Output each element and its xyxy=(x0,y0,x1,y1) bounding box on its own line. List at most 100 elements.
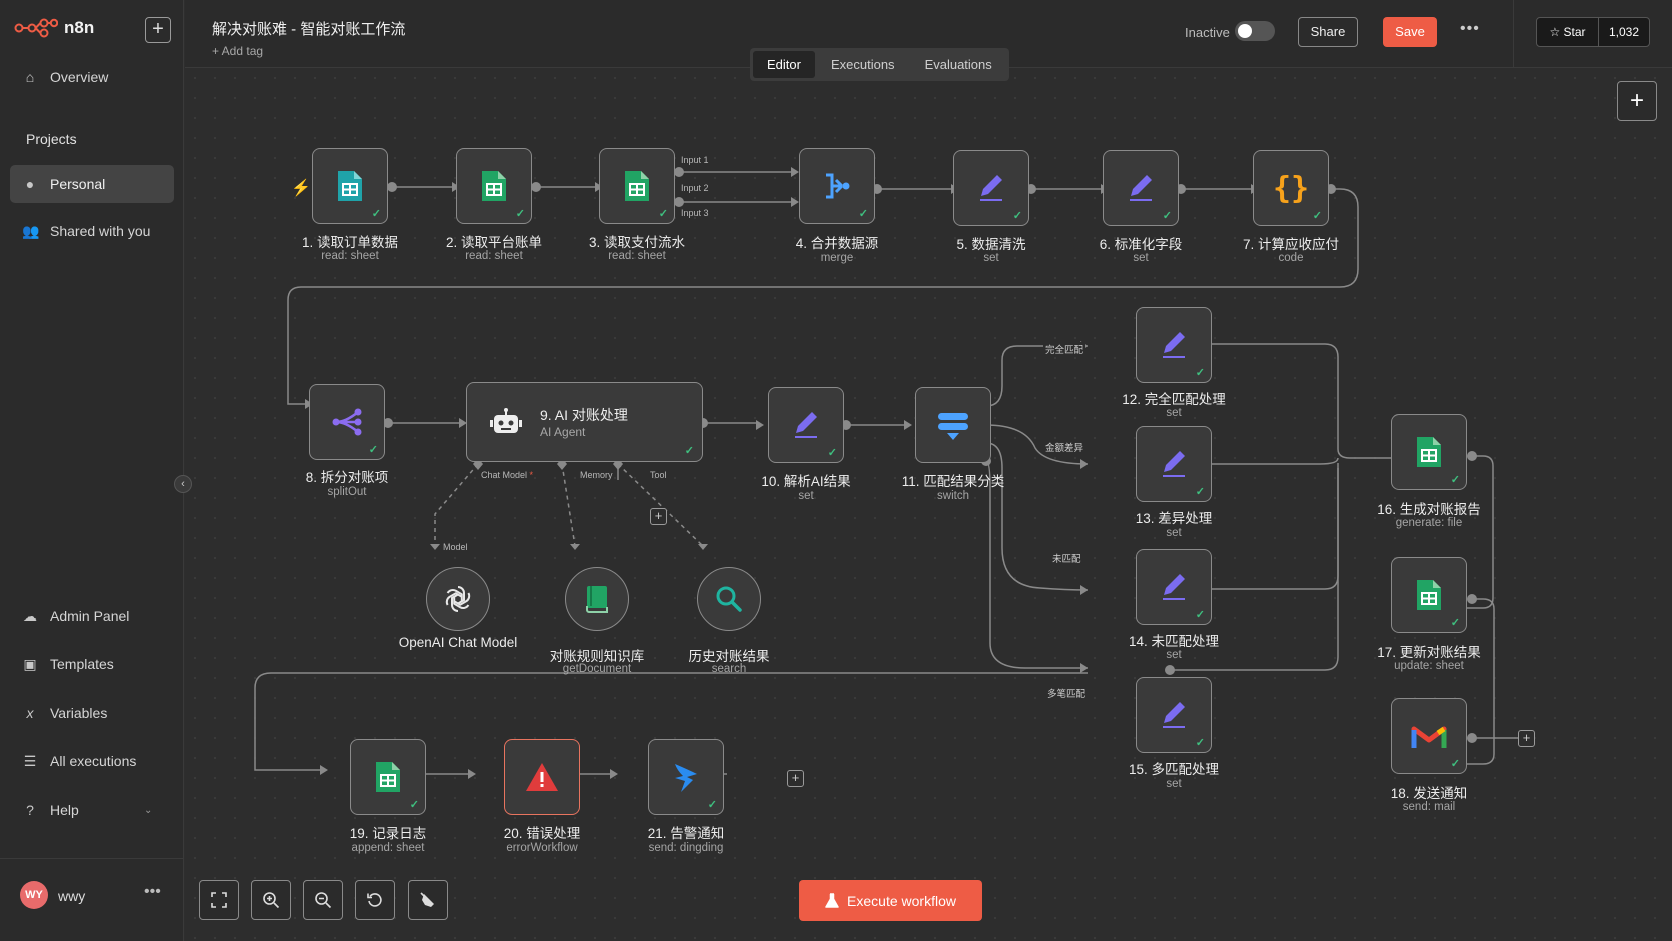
node-calc-receivables[interactable]: {} ✓ xyxy=(1253,150,1329,226)
node-read-payments[interactable]: ✓ xyxy=(599,148,675,224)
pencil-icon xyxy=(795,412,817,438)
save-button[interactable]: Save xyxy=(1383,17,1437,47)
node-label: 1. 读取订单数据 xyxy=(301,235,398,250)
google-sheets-icon xyxy=(482,171,506,201)
edge-16-17 xyxy=(1428,455,1494,609)
node-log-record[interactable]: ✓ xyxy=(350,739,426,815)
node-switch-classify[interactable] xyxy=(915,387,991,463)
port-label: Input 1 xyxy=(681,155,709,165)
tab-editor[interactable]: Editor xyxy=(753,51,815,78)
node-clean-data[interactable]: ✓ xyxy=(953,150,1029,226)
sidebar-item-variables[interactable]: x Variables xyxy=(10,694,174,732)
execute-workflow-button[interactable]: Execute workflow xyxy=(799,880,982,921)
port-label: Memory xyxy=(580,470,613,480)
edge-12-16 xyxy=(1170,343,1405,459)
node-label: 11. 匹配结果分类 xyxy=(901,474,1005,489)
node-type: set xyxy=(1166,527,1182,539)
node-normalize-fields[interactable]: ✓ xyxy=(1103,150,1179,226)
header-divider xyxy=(1513,0,1514,68)
user-menu[interactable]: WY wwy ••• xyxy=(0,858,184,941)
node-label: 14. 未匹配处理 xyxy=(1128,634,1220,649)
node-update-results[interactable]: ✓ xyxy=(1391,557,1467,633)
tab-evaluations[interactable]: Evaluations xyxy=(924,57,992,72)
node-label: 12. 完全匹配处理 xyxy=(1122,392,1226,407)
pencil-icon xyxy=(1163,702,1185,728)
pencil-icon xyxy=(1163,574,1185,600)
split-icon xyxy=(332,408,362,436)
node-read-platform-bills[interactable]: ✓ xyxy=(456,148,532,224)
add-node-button[interactable]: + xyxy=(1518,730,1535,747)
star-icon: ☆ xyxy=(1549,25,1561,39)
user-icon: ● xyxy=(25,176,35,192)
box-icon: ▣ xyxy=(23,655,37,672)
add-tag-button[interactable]: + Add tag xyxy=(212,44,264,58)
branch-label-diff: 金额差异 xyxy=(1043,440,1086,454)
more-options-icon[interactable]: ••• xyxy=(1460,20,1480,37)
sidebar-item-label: Variables xyxy=(50,705,108,721)
success-check-icon: ✓ xyxy=(1195,737,1205,749)
github-star-button[interactable]: ☆ Star 1,032 xyxy=(1536,17,1650,47)
chevron-down-icon: ⌄ xyxy=(144,804,153,816)
zoom-to-fit-button[interactable] xyxy=(199,880,239,920)
view-tabs: Editor Executions Evaluations xyxy=(750,48,1009,81)
node-error-handler[interactable] xyxy=(504,739,580,815)
add-node-panel-button[interactable]: + xyxy=(1617,81,1657,121)
success-check-icon: ✓ xyxy=(858,208,868,220)
port-label: Model xyxy=(443,542,468,552)
zoom-out-button[interactable] xyxy=(303,880,343,920)
node-alert-dingding[interactable]: ✓ xyxy=(648,739,724,815)
add-tool-button[interactable]: + xyxy=(650,508,667,525)
node-history-results[interactable] xyxy=(697,567,761,631)
sidebar-item-label: Personal xyxy=(50,176,106,192)
node-openai-chat-model[interactable] xyxy=(426,567,490,631)
node-rules-knowledge-base[interactable] xyxy=(565,567,629,631)
chat-model-port-label: Chat Model xyxy=(481,470,528,480)
sidebar-item-overview[interactable]: ⌂ Overview xyxy=(10,58,174,96)
create-button[interactable]: + xyxy=(145,17,171,43)
node-unmatched[interactable]: ✓ xyxy=(1136,549,1212,625)
node-type: read: sheet xyxy=(321,250,379,262)
reset-zoom-button[interactable] xyxy=(355,880,395,920)
collapse-sidebar-button[interactable]: ‹ xyxy=(174,475,192,493)
required-marker: * xyxy=(527,470,534,480)
success-check-icon: ✓ xyxy=(1195,609,1205,621)
n8n-logo[interactable]: n8n xyxy=(14,18,94,38)
active-toggle[interactable] xyxy=(1235,21,1275,41)
node-label: 3. 读取支付流水 xyxy=(588,235,685,250)
workflow-title[interactable]: 解决对账难 - 智能对账工作流 xyxy=(212,21,406,38)
tab-executions[interactable]: Executions xyxy=(830,57,895,72)
robot-icon xyxy=(490,408,522,433)
node-diff-handling[interactable]: ✓ xyxy=(1136,426,1212,502)
sidebar-item-all-executions[interactable]: ☰ All executions xyxy=(10,742,174,780)
sidebar-item-templates[interactable]: ▣ Templates xyxy=(10,645,174,683)
node-generate-report[interactable]: ✓ xyxy=(1391,414,1467,490)
node-send-notification[interactable]: ✓ xyxy=(1391,698,1467,774)
merge-icon xyxy=(826,173,850,199)
success-check-icon: ✓ xyxy=(684,445,694,457)
sidebar-item-shared[interactable]: 👥 Shared with you xyxy=(10,212,174,250)
more-icon[interactable]: ••• xyxy=(144,883,161,900)
node-read-orders[interactable]: ✓ xyxy=(312,148,388,224)
node-merge-sources[interactable]: ✓ xyxy=(799,148,875,224)
node-parse-ai-result[interactable]: ✓ xyxy=(768,387,844,463)
node-exact-match[interactable]: ✓ xyxy=(1136,307,1212,383)
google-sheets-icon xyxy=(625,171,649,201)
node-multi-match[interactable]: ✓ xyxy=(1136,677,1212,753)
tidy-up-button[interactable] xyxy=(408,880,448,920)
zoom-in-button[interactable] xyxy=(251,880,291,920)
node-type: AI Agent xyxy=(540,425,586,439)
success-check-icon: ✓ xyxy=(368,444,378,456)
sidebar-item-admin-panel[interactable]: ☁ Admin Panel xyxy=(10,597,174,635)
node-ai-agent[interactable]: 9. AI 对账处理 AI Agent ✓ xyxy=(466,382,703,462)
pencil-icon xyxy=(1163,332,1185,358)
edge-7-8 xyxy=(287,188,1359,405)
star-count: 1,032 xyxy=(1608,25,1640,39)
sidebar-item-personal[interactable]: ● Personal xyxy=(10,165,174,203)
node-split-items[interactable]: ✓ xyxy=(309,384,385,460)
share-button[interactable]: Share xyxy=(1298,17,1358,47)
sidebar-item-help[interactable]: ? Help ⌄ xyxy=(10,791,174,829)
success-check-icon: ✓ xyxy=(1012,210,1022,222)
workflow-canvas[interactable]: ⚡ ✓ 1. 读取订单数据 read: sheet ✓ 2. 读取平台账单 re… xyxy=(185,68,1672,941)
add-node-button[interactable]: + xyxy=(787,770,804,787)
